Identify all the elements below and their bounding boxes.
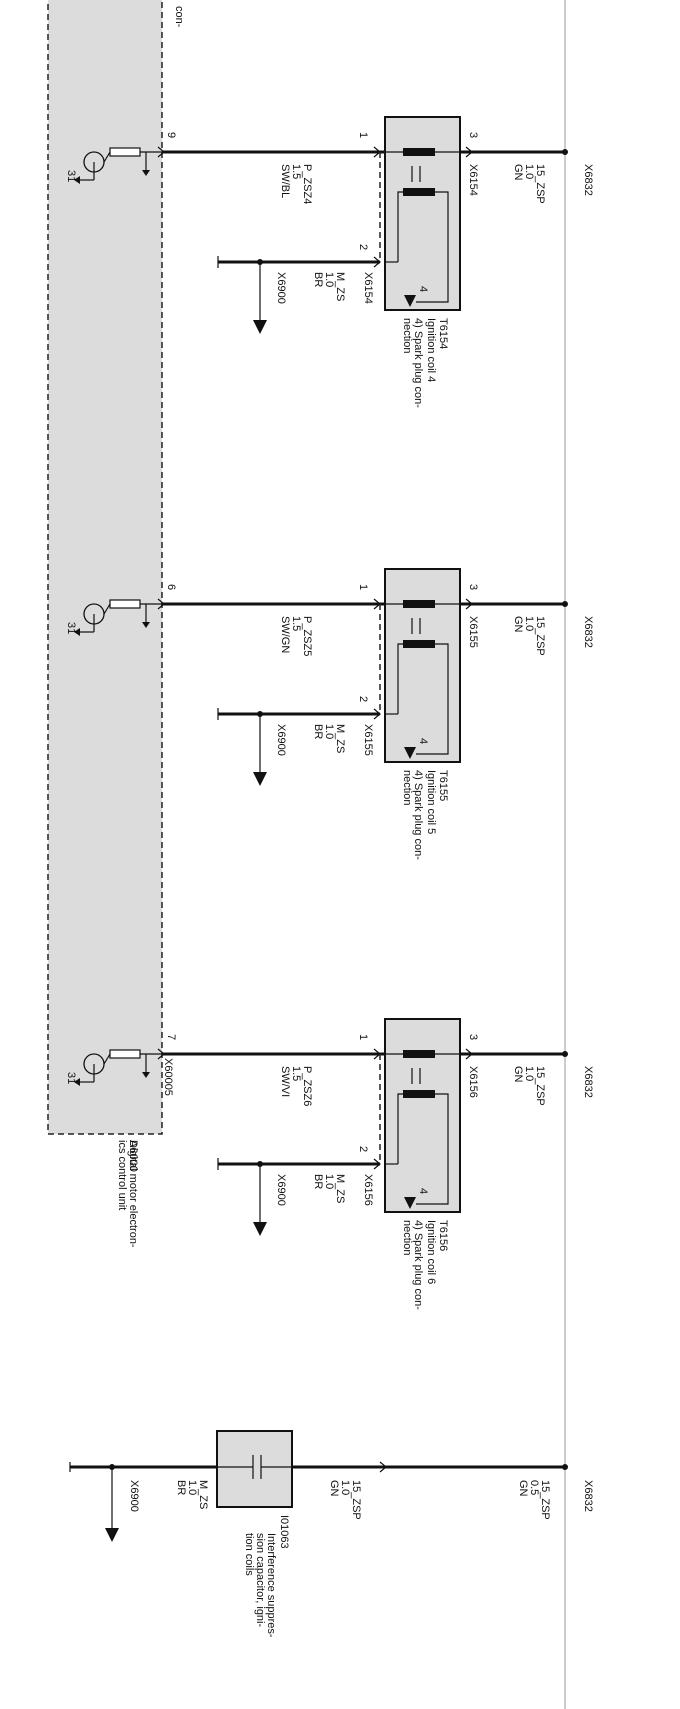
coil-pin-out: 3 <box>467 1034 479 1040</box>
ecu-connector-label: X60005 <box>162 1058 174 1096</box>
coil-gnd-conn: X6156 <box>362 1174 374 1206</box>
coil-note: 4) Spark plug con-nection <box>401 770 424 860</box>
coil-ecu-pin: 7 <box>165 1034 177 1040</box>
coil-id: T6156 <box>437 1220 449 1251</box>
coil-ecu-pin: 6 <box>165 584 177 590</box>
coil-bus-splice: X6832 <box>582 164 594 196</box>
coil-group: 6 1 3 2 4 P_ZSZ51.5SW/GN X6155 15_ZSP1.0GN X6832… <box>157 568 594 860</box>
capacitor-supply-wire: 15_ZSP1.0GN <box>328 1480 362 1520</box>
ecu-ground-label: 31 <box>65 170 77 182</box>
coil-supply-wire-label: 15_ZSP1.0GN <box>512 164 546 204</box>
ecu-box <box>47 0 163 1135</box>
coil-gnd-wire-label: M_ZS1.0BR <box>312 1174 346 1203</box>
capacitor-bus-splice: X6832 <box>582 1480 594 1512</box>
coil-box <box>384 568 461 763</box>
coil-pin-in: 1 <box>357 1034 369 1040</box>
capacitor-group: X6900 M_ZS1.0BR 15_ZSP1.0GN 15_ZSP0.5GN … <box>69 1430 594 1638</box>
coil-supply-wire-label: 15_ZSP1.0GN <box>512 1066 546 1106</box>
coil-gnd-wire-label: M_ZS1.0BR <box>312 272 346 301</box>
coil-name: Ignition coil 4 <box>425 318 437 382</box>
coil-pin-in: 1 <box>357 132 369 138</box>
coil-gnd-wire-label: M_ZS1.0BR <box>312 724 346 753</box>
coil-gnd-conn: X6154 <box>362 272 374 304</box>
ecu-ground-label: 31 <box>65 622 77 634</box>
coil-pin-in: 1 <box>357 584 369 590</box>
coil-supply-conn: X6154 <box>467 164 479 196</box>
coil-note: 4) Spark plug con-nection <box>401 1220 424 1310</box>
coil-group: 9 1 3 2 4 P_ZSZ41.5SW/BL X6154 15_ZSP1.0GN X6832… <box>157 116 594 408</box>
capacitor-box <box>216 1430 293 1508</box>
coil-gnd-splice: X6900 <box>275 272 287 304</box>
coil-supply-conn: X6156 <box>467 1066 479 1098</box>
ecu-ground-label: 31 <box>65 1072 77 1084</box>
coil-pin-gnd: 2 <box>357 696 369 702</box>
coil-input-wire-label: P_ZSZ51.5SW/GN <box>279 616 313 656</box>
coil-box <box>384 116 461 311</box>
coil-group: 7 1 3 2 4 P_ZSZ61.5SW/VI X6156 15_ZSP1.0GN X6832… <box>157 1018 594 1310</box>
coil-supply-conn: X6155 <box>467 616 479 648</box>
coil-bus-splice: X6832 <box>582 1066 594 1098</box>
coil-id: T6154 <box>437 318 449 349</box>
coil-pin-plug: 4 <box>417 738 429 744</box>
ecu-top-fragment: con- <box>173 6 185 28</box>
ecu-driver-transistor: 31 <box>65 599 162 636</box>
ecu-id: A6000 <box>127 1140 139 1172</box>
coil-id: T6155 <box>437 770 449 801</box>
coil-name: Ignition coil 5 <box>425 770 437 834</box>
coil-supply-wire-label: 15_ZSP1.0GN <box>512 616 546 656</box>
coil-gnd-conn: X6155 <box>362 724 374 756</box>
coil-bus-splice: X6832 <box>582 616 594 648</box>
capacitor-id: I01063 <box>278 1515 290 1549</box>
coil-pin-gnd: 2 <box>357 1146 369 1152</box>
ecu-name: Digital motor electron-ics control unit <box>116 1140 139 1248</box>
ecu-driver-transistor: 31 <box>65 147 162 184</box>
coil-gnd-splice: X6900 <box>275 724 287 756</box>
capacitor-name: Interference suppres-sion capacitor, ign… <box>243 1533 277 1638</box>
coil-pin-plug: 4 <box>417 286 429 292</box>
capacitor-gnd-wire: M_ZS1.0BR <box>175 1480 209 1509</box>
capacitor-gnd-splice: X6900 <box>128 1480 140 1512</box>
coil-name: Ignition coil 6 <box>425 1220 437 1284</box>
capacitor-bus-wire: 15_ZSP0.5GN <box>517 1480 551 1520</box>
ecu-driver-transistor: 31 <box>65 1049 162 1086</box>
coil-ecu-pin: 9 <box>165 132 177 138</box>
coil-input-wire-label: P_ZSZ41.5SW/BL <box>279 164 313 204</box>
coil-note: 4) Spark plug con-nection <box>401 318 424 408</box>
coil-input-wire-label: P_ZSZ61.5SW/VI <box>279 1066 313 1106</box>
coil-box <box>384 1018 461 1213</box>
coil-pin-plug: 4 <box>417 1188 429 1194</box>
coil-pin-gnd: 2 <box>357 244 369 250</box>
coil-pin-out: 3 <box>467 584 479 590</box>
coil-gnd-splice: X6900 <box>275 1174 287 1206</box>
coil-pin-out: 3 <box>467 132 479 138</box>
